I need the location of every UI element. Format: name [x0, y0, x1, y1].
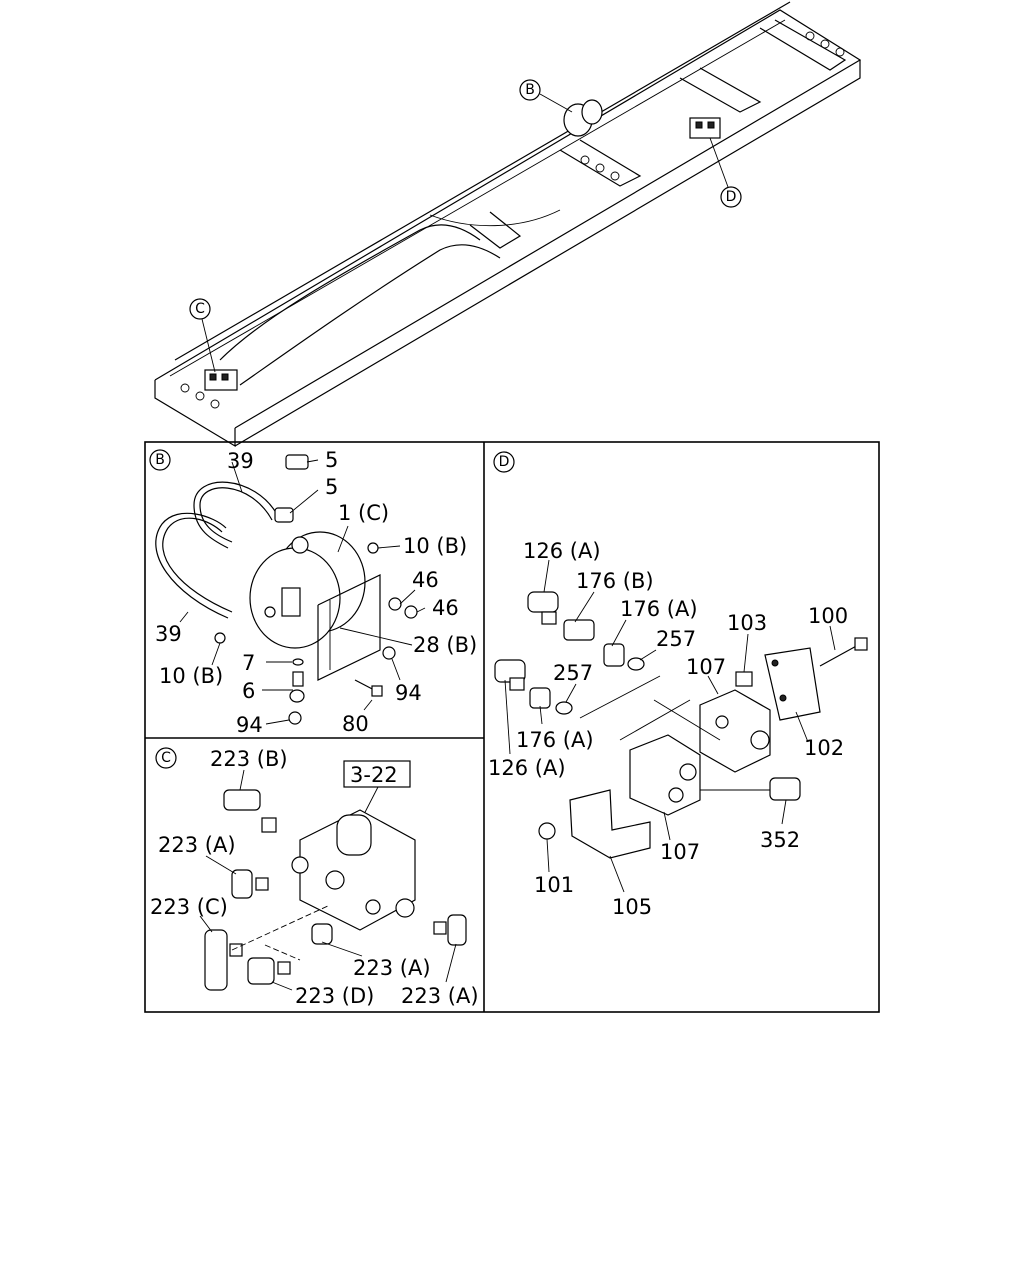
label-102: 102 [804, 736, 844, 760]
panel-b: B [149, 448, 477, 737]
label-94-right: 94 [395, 681, 422, 705]
label-1c: 1 (C) [338, 501, 389, 525]
label-39-top: 39 [227, 449, 254, 473]
label-176a-mid: 176 (A) [516, 728, 594, 752]
label-7: 7 [242, 651, 255, 675]
label-126a-bottom: 126 (A) [488, 756, 566, 780]
label-223c: 223 (C) [150, 895, 228, 919]
label-223a-right: 223 (A) [401, 984, 479, 1008]
label-46-a: 46 [412, 568, 439, 592]
label-176a-top: 176 (A) [620, 597, 698, 621]
label-100: 100 [808, 604, 848, 628]
label-103: 103 [727, 611, 767, 635]
detail-frame [144, 441, 880, 1013]
label-39-bottom: 39 [155, 622, 182, 646]
label-176b: 176 (B) [576, 569, 654, 593]
ref-box-label: 3-22 [350, 763, 398, 787]
panel-c-tag: C [161, 750, 171, 766]
panel-d-tag: D [499, 454, 510, 470]
label-223a-left: 223 (A) [158, 833, 236, 857]
panel-d: D [488, 451, 868, 919]
label-46-b: 46 [432, 596, 459, 620]
label-105: 105 [612, 895, 652, 919]
label-107-bottom: 107 [660, 840, 700, 864]
label-28b: 28 (B) [413, 633, 477, 657]
label-257-mid: 257 [553, 661, 593, 685]
label-10b-top: 10 (B) [403, 534, 467, 558]
label-352: 352 [760, 828, 800, 852]
svg-text:C: C [195, 301, 205, 317]
label-5: 5 [325, 475, 338, 499]
label-223a-mid: 223 (A) [353, 956, 431, 980]
ref-box-3-22 [343, 760, 411, 788]
rail-holes [180, 31, 845, 409]
label-5-top: 5 [325, 448, 338, 472]
panel-b-tag: B [155, 452, 165, 468]
svg-text:D: D [726, 189, 737, 205]
callout-b: B [519, 79, 573, 113]
svg-text:B: B [525, 82, 535, 98]
chassis-frame-drawing [154, 1, 862, 448]
callout-c: C [189, 298, 216, 373]
label-6: 6 [242, 679, 255, 703]
label-94-bottom: 94 [236, 713, 263, 737]
label-126a-top: 126 (A) [523, 539, 601, 563]
label-101: 101 [534, 873, 574, 897]
label-223b: 223 (B) [210, 747, 288, 771]
callout-d: D [709, 137, 742, 208]
panel-c: C 3-22 223 (B) 223 (A) [150, 747, 479, 1008]
label-107-top: 107 [686, 655, 726, 679]
label-10b-bottom: 10 (B) [159, 664, 223, 688]
label-80: 80 [342, 712, 369, 736]
label-223d: 223 (D) [295, 984, 374, 1008]
label-257-top: 257 [656, 627, 696, 651]
